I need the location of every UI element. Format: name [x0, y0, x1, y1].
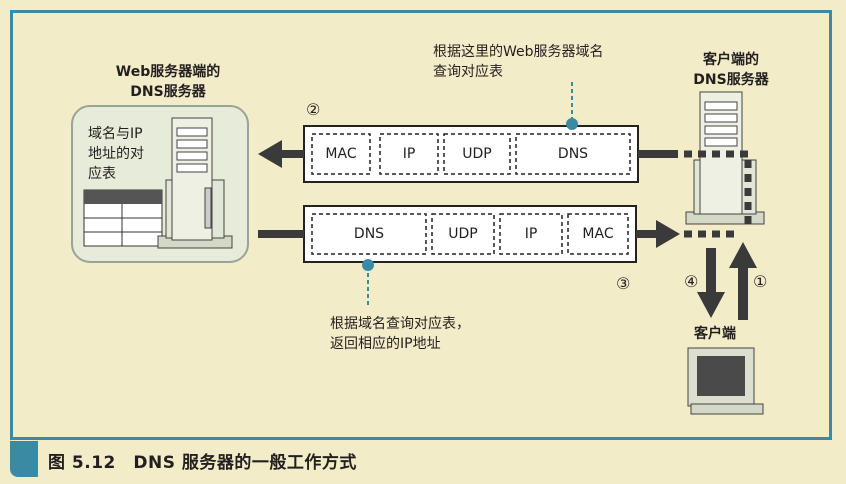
figure-frame: [10, 10, 832, 440]
top-annotation: 根据这里的Web服务器域名查询对应表: [433, 44, 604, 80]
top-packet-dns: DNS: [557, 146, 589, 162]
top-packet-ip: IP: [402, 146, 416, 162]
client-label: 客户端: [694, 326, 736, 342]
bottom-packet-udp: UDP: [448, 226, 478, 242]
step-2-label: ②: [306, 100, 321, 119]
client-up-arrow: [729, 242, 757, 320]
top-packet-box: [303, 125, 639, 183]
client-computer-icon: [687, 347, 764, 415]
bottom-packet-ip: IP: [524, 226, 538, 242]
client-down-arrow: [697, 248, 725, 318]
top-packet-mac: MAC: [325, 146, 357, 162]
top-packet-udp: UDP: [462, 146, 492, 162]
step-4-label: ④: [684, 272, 699, 291]
bottom-annotation: 根据域名查询对应表，返回相应的IP地址: [330, 316, 470, 352]
caption-bar: [10, 441, 38, 477]
step-3-label: ③: [616, 274, 631, 293]
bottom-packet-dns: DNS: [353, 226, 385, 242]
response-arrow: [258, 140, 752, 226]
web-dns-server-icon: [157, 117, 233, 249]
table-grid-icon: [83, 189, 163, 247]
step-1-label: ①: [753, 272, 768, 291]
query-arrow: [258, 220, 738, 248]
bottom-packet-mac: MAC: [582, 226, 614, 242]
client-dns-server-icon: [685, 91, 765, 225]
figure-caption: 图 5.12 DNS 服务器的一般工作方式: [48, 453, 357, 473]
